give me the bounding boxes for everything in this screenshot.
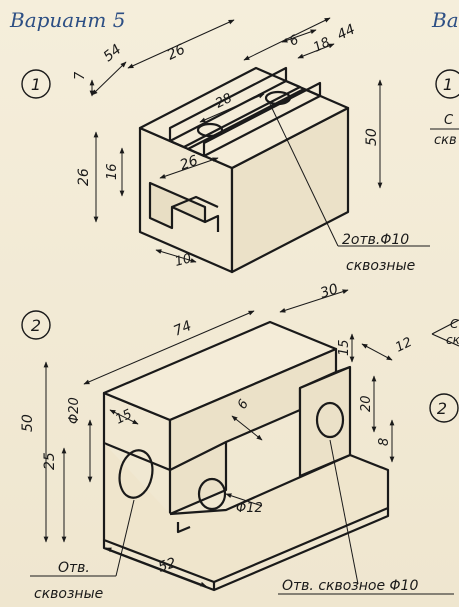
figure-2-dim-d20: Φ20 bbox=[67, 397, 82, 424]
figure-2-number-circle bbox=[21, 310, 51, 340]
figure-2: 2 bbox=[20, 281, 454, 602]
figure-2-dim-8: 8 bbox=[377, 438, 392, 446]
figure-2-dim-50: 50 bbox=[20, 414, 36, 432]
figure-1-dimension-lines bbox=[89, 17, 430, 263]
figure-2-dim-15a: 15 bbox=[337, 339, 352, 356]
next-figure-2-number: 2 bbox=[437, 399, 447, 418]
figure-1-dim-18: 18 bbox=[311, 35, 332, 56]
figure-1-hole-callout: 2отв.Φ10 bbox=[342, 232, 409, 248]
next-callout-fragment-2: скв bbox=[434, 133, 457, 148]
figure-1-number: 1 bbox=[31, 75, 41, 94]
figure-2-left-callout-through: сквозные bbox=[34, 586, 103, 602]
figure-1-dim-6: 6 bbox=[287, 32, 301, 49]
next-figure-2-circle bbox=[429, 393, 459, 423]
figure-2-dim-52: 52 bbox=[156, 555, 178, 576]
figure-1-dim-26c: 26 bbox=[178, 153, 200, 174]
figure-1: 1 bbox=[21, 17, 430, 274]
figure-2-dim-25: 25 bbox=[42, 452, 58, 470]
figure-2-dim-d12: Φ12 bbox=[236, 501, 263, 516]
next-callout-fragment-3: С bbox=[450, 317, 459, 331]
figure-1-dim-26b: 26 bbox=[76, 168, 92, 186]
figure-1-dim-16: 16 bbox=[105, 163, 120, 180]
figure-2-block bbox=[102, 320, 390, 592]
figure-1-dim-50: 50 bbox=[364, 128, 380, 146]
next-callout-fragment-4: ск bbox=[446, 333, 459, 347]
next-figure-1-number: 1 bbox=[443, 75, 453, 94]
figure-2-number: 2 bbox=[31, 316, 41, 335]
figure-1-number-circle bbox=[21, 69, 51, 99]
figure-1-dim-7: 7 bbox=[73, 71, 88, 80]
figure-2-dimension-lines bbox=[30, 289, 454, 595]
next-callout-fragment-1: С bbox=[444, 113, 454, 128]
figure-1-dim-28: 28 bbox=[213, 91, 234, 112]
figure-2-dim-20: 20 bbox=[359, 395, 374, 412]
figure-1-dim-54: 54 bbox=[101, 42, 125, 66]
figure-1-dim-44: 44 bbox=[335, 21, 358, 43]
figure-2-bottom-callout: Отв. сквозное Φ10 bbox=[282, 578, 418, 594]
figure-2-dim-15b: 15 bbox=[113, 407, 134, 428]
figure-2-left-callout: Отв. bbox=[58, 560, 90, 576]
figure-2-dim-74: 74 bbox=[171, 318, 194, 340]
figure-1-hole-callout-through: сквозные bbox=[346, 258, 415, 274]
variant-title: Вариант 5 bbox=[10, 8, 126, 32]
next-variant-fragment: 1 С скв С ск 2 bbox=[429, 69, 459, 423]
figure-1-block bbox=[138, 66, 350, 274]
next-variant-title-fragment: Ва bbox=[432, 8, 459, 32]
figure-1-dim-26a: 26 bbox=[165, 41, 188, 63]
figure-2-dim-12a: 12 bbox=[393, 335, 414, 356]
figure-1-dim-10: 10 bbox=[173, 251, 193, 270]
next-figure-1-circle bbox=[435, 69, 459, 99]
figure-2-dim-30: 30 bbox=[318, 281, 340, 302]
